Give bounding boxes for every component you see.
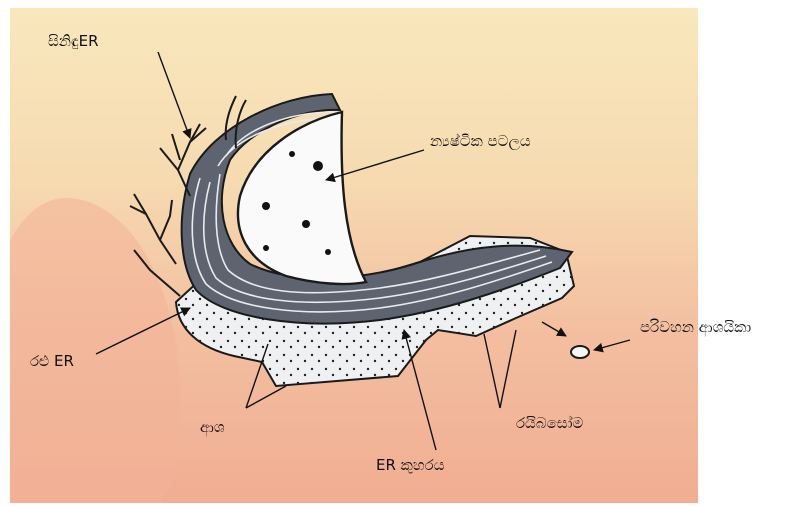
label-ribosome: රයිබසෝම xyxy=(516,414,583,432)
label-sac: ආශ xyxy=(200,418,225,436)
vesicle-shape xyxy=(571,346,589,358)
label-nuclear-envelope: න්‍යෂ්ටික පටලය xyxy=(430,132,531,150)
label-er-lumen: ER කුහරය xyxy=(376,456,445,474)
nucleus xyxy=(238,112,366,284)
label-transport-vesicle: පරිවහන ආශයිකා xyxy=(640,318,751,336)
label-smooth-er: සිනිඳුER xyxy=(48,32,99,50)
label-rough-er: රළු ER xyxy=(30,352,74,370)
